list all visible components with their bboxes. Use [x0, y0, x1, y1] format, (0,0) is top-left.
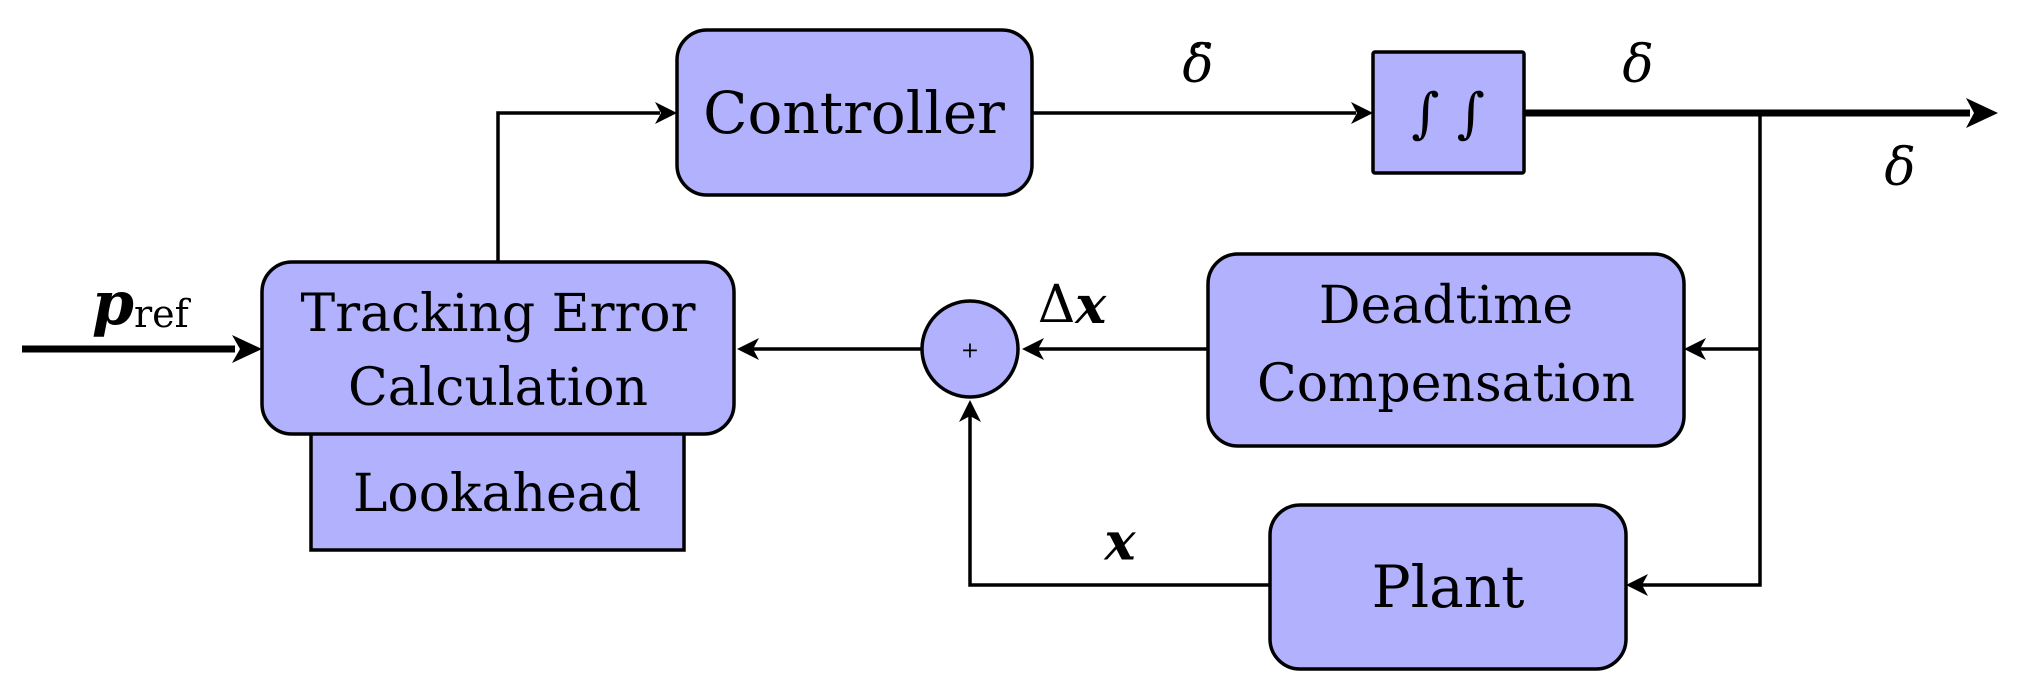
sum-junction — [920, 299, 1020, 399]
deadtime-label-line1: Deadtime — [1319, 276, 1573, 336]
delta-x-var: x — [1074, 275, 1107, 336]
deadtime-label-line2: Compensation — [1257, 354, 1635, 414]
tracking-error-label-line2: Calculation — [348, 358, 648, 418]
lookahead-label: Lookahead — [353, 464, 641, 524]
delta-right-label: δ — [1884, 138, 1915, 198]
plant-to-sum-wire — [968, 416, 1270, 587]
pref-label: pref — [92, 269, 192, 339]
integrator-input-arrowhead — [1351, 102, 1373, 124]
delta-output-label: δ — [1622, 35, 1653, 95]
plant-label: Plant — [1372, 553, 1525, 621]
sum-right-arrowhead — [1022, 338, 1044, 360]
tracking-error-label-line1: Tracking Error — [301, 284, 696, 344]
integrator-label: ∫ ∫ — [1411, 82, 1484, 145]
tracking-right-arrowhead — [737, 338, 759, 360]
pref-subscript: ref — [134, 292, 192, 336]
delta-ddot-label: δ̈ — [1182, 35, 1213, 95]
deadtime-input-arrowhead — [1684, 338, 1706, 360]
controller-block — [675, 28, 1034, 197]
sum-bottom-arrowhead — [959, 400, 981, 422]
integrator-block — [1371, 50, 1526, 175]
plant-block — [1268, 503, 1628, 671]
delta-x-prefix: Δ — [1038, 275, 1076, 335]
x-label: x — [1103, 512, 1136, 573]
plant-input-arrowhead — [1626, 574, 1648, 596]
controller-input-arrowhead — [655, 102, 677, 124]
delta-x-label: Δx — [1038, 275, 1108, 336]
tracking-to-controller-wire — [496, 111, 660, 262]
feedback-branch-wire — [1640, 113, 1762, 587]
pref-main: p — [92, 269, 134, 339]
delta-output-arrowhead — [1966, 98, 1998, 128]
controller-label: Controller — [703, 79, 1005, 147]
tracking-error-block — [260, 260, 736, 436]
pref-input-arrowhead — [232, 335, 262, 363]
sum-junction-sign: + — [961, 339, 979, 364]
deadtime-compensation-block — [1206, 252, 1686, 448]
